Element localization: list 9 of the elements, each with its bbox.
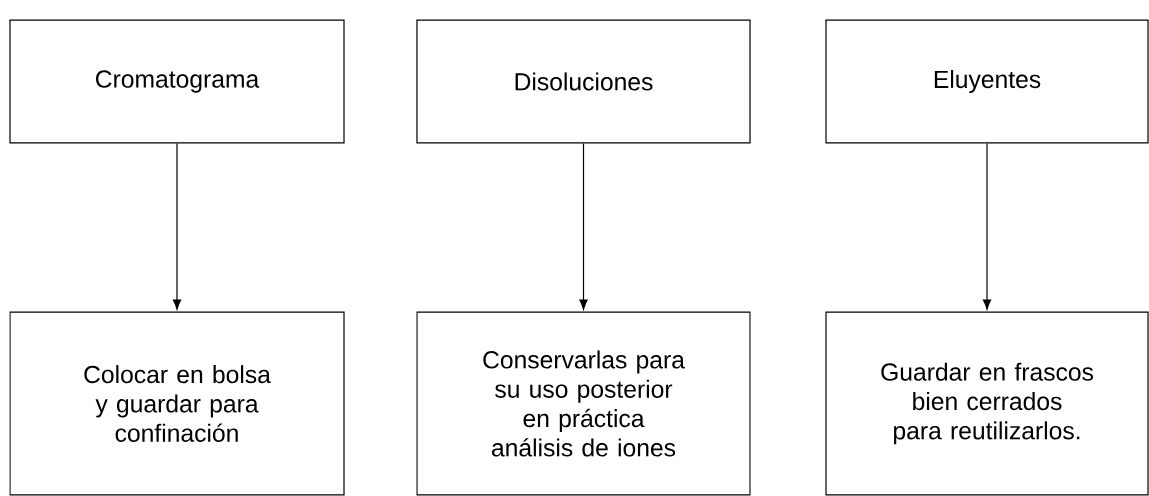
action-box: Conservarlas para su uso posterior en práctica análisis de iones xyxy=(416,311,751,496)
process-box: Disoluciones xyxy=(416,19,751,144)
arrow xyxy=(982,142,992,310)
action-box: Guardar en frascos bien cerrados para reutilizarlos. xyxy=(825,311,1149,496)
action-box: Colocar en bolsa y guardar para confinación xyxy=(9,311,345,496)
arrow xyxy=(172,142,182,310)
process-box: Eluyentes xyxy=(825,19,1149,144)
process-box: Cromatograma xyxy=(9,19,345,144)
arrow xyxy=(579,142,588,310)
